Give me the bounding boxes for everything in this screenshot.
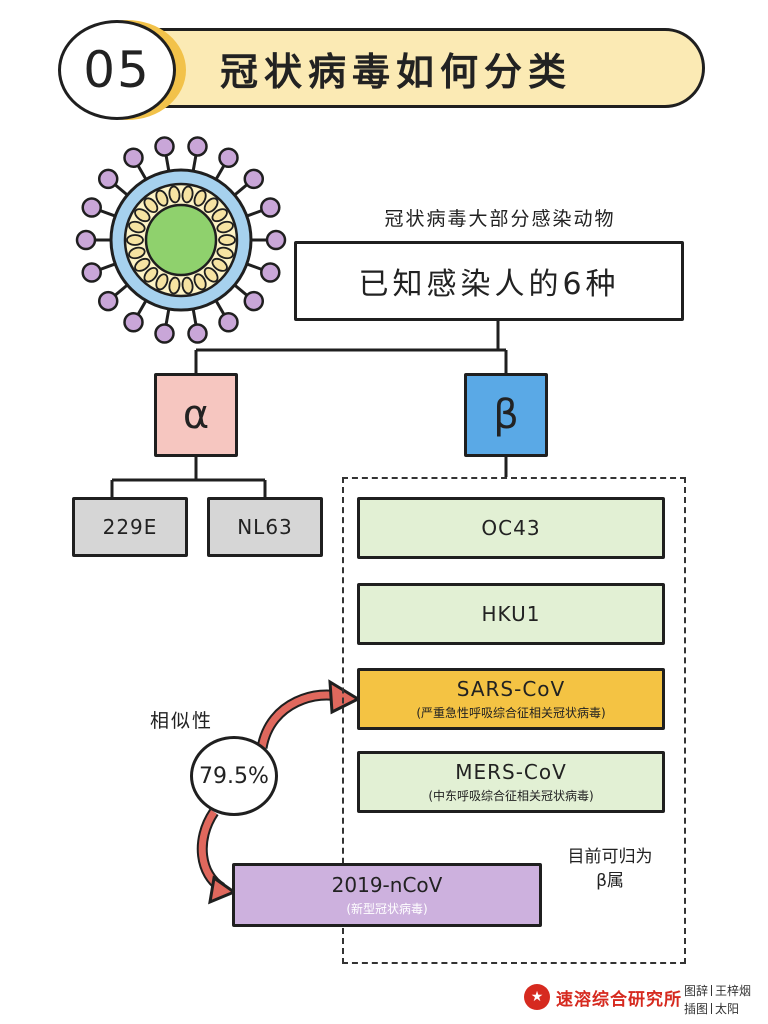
virus-nucleocapsid-bead	[211, 257, 228, 272]
credit-illus-key: 插图	[684, 1002, 709, 1016]
credit-illus-name: 太阳	[715, 1002, 740, 1016]
virus-spike-head	[243, 290, 265, 312]
virus-spike-head	[265, 229, 287, 251]
beta-child-name: HKU1	[481, 602, 541, 626]
credit-separator	[711, 985, 713, 996]
virus-spike-head	[243, 168, 265, 190]
virus-spike-head	[123, 147, 144, 168]
virus-nucleocapsid-bead	[143, 266, 159, 283]
arrow-head-sars	[328, 679, 362, 715]
credit-text-name: 王梓烟	[715, 984, 752, 998]
title-banner	[120, 28, 705, 108]
page-title: 冠状病毒如何分类	[220, 49, 573, 94]
virus-nucleocapsid-bead	[168, 276, 181, 295]
virus-nucleocapsid-bead	[181, 185, 194, 204]
credit-separator	[711, 1003, 713, 1014]
beta-child-fullname: (严重急性呼吸综合征相关冠状病毒)	[416, 706, 606, 720]
logo-text: 速溶综合研究所	[556, 990, 682, 1010]
beta-child-name: SARS-CoV	[456, 677, 566, 701]
virus-nucleocapsid-bead	[211, 208, 228, 223]
virus-nucleocapsid-bead	[216, 220, 234, 234]
virus-nucleocapsid-bead	[134, 208, 151, 223]
beta-genus-box: β	[464, 373, 548, 457]
virus-nucleocapsid-bead	[143, 197, 159, 214]
virus-spike-head	[218, 147, 239, 168]
beta-classification-note: 目前可归为 β属	[555, 845, 665, 893]
ncov-fullname: (新型冠状病毒)	[346, 902, 428, 916]
coronavirus-illustration	[75, 136, 287, 344]
alpha-child-nl63: NL63	[207, 497, 323, 557]
beta-child-name: OC43	[481, 516, 541, 540]
beta-child-name: MERS-CoV	[455, 760, 567, 784]
virus-nucleocapsid-bead	[128, 246, 146, 260]
root-note: 冠状病毒大部分感染动物	[384, 208, 616, 230]
virus-nucleocapsid-bead	[128, 220, 146, 234]
beta-child-fullname: (中东呼吸综合征相关冠状病毒)	[428, 789, 594, 803]
virus-nucleocapsid-bead	[216, 246, 234, 260]
credit-illustration: 插图太阳	[684, 1000, 739, 1017]
credit-text-key: 图辞	[684, 984, 709, 998]
virus-spike-head	[154, 136, 175, 157]
virus-core	[144, 203, 218, 277]
beta-child-mers: MERS-CoV (中东呼吸综合征相关冠状病毒)	[357, 751, 665, 813]
virus-nucleocapsid-bead	[134, 257, 151, 272]
virus-spike-head	[154, 323, 175, 344]
arrow-head-ncov	[208, 875, 238, 905]
ncov-name: 2019-nCoV	[331, 873, 443, 897]
virus-spike-head	[123, 312, 144, 333]
virus-nucleocapsid-bead	[168, 185, 181, 204]
virus-spike-head	[81, 262, 102, 283]
ncov-box: 2019-nCoV (新型冠状病毒)	[232, 863, 542, 927]
virus-nucleocapsid-bead	[203, 266, 219, 283]
virus-spike-head	[187, 136, 208, 157]
virus-nucleocapsid-bead	[181, 276, 194, 295]
similarity-value: 79.5%	[190, 736, 278, 816]
virus-nucleocapsid-bead	[193, 189, 207, 207]
beta-note-line1: 目前可归为	[567, 847, 653, 867]
virus-spike-head	[260, 262, 281, 283]
alpha-child-229e: 229E	[72, 497, 188, 557]
alpha-genus-box: α	[154, 373, 238, 457]
beta-child-hku1: HKU1	[357, 583, 665, 645]
virus-nucleocapsid-bead	[203, 197, 219, 214]
virus-spike-head	[75, 229, 97, 251]
virus-spike-head	[97, 168, 119, 190]
tree-connectors	[110, 321, 508, 497]
similarity-label: 相似性	[150, 710, 214, 732]
section-number: 05	[58, 20, 176, 120]
beta-child-sars: SARS-CoV (严重急性呼吸综合征相关冠状病毒)	[357, 668, 665, 730]
beta-note-line2: β属	[596, 871, 624, 891]
virus-spike-head	[218, 312, 239, 333]
virus-spike-head	[187, 323, 208, 344]
root-box: 已知感染人的6种	[294, 241, 684, 321]
virus-nucleocapsid-bead	[126, 234, 144, 246]
arrow-to-sars	[258, 691, 342, 749]
virus-spike-head	[81, 197, 102, 218]
logo-icon: ★	[524, 984, 550, 1010]
virus-spike-head	[97, 290, 119, 312]
virus-nucleocapsid-bead	[218, 234, 236, 246]
credit-text: 图辞王梓烟	[684, 982, 751, 999]
beta-group-dashed-frame	[342, 477, 686, 964]
beta-child-oc43: OC43	[357, 497, 665, 559]
virus-nucleocapsid-bead	[155, 273, 169, 291]
virus-nucleocapsid-bead	[193, 273, 207, 291]
virus-spike-head	[260, 197, 281, 218]
virus-nucleocapsid-bead	[155, 189, 169, 207]
